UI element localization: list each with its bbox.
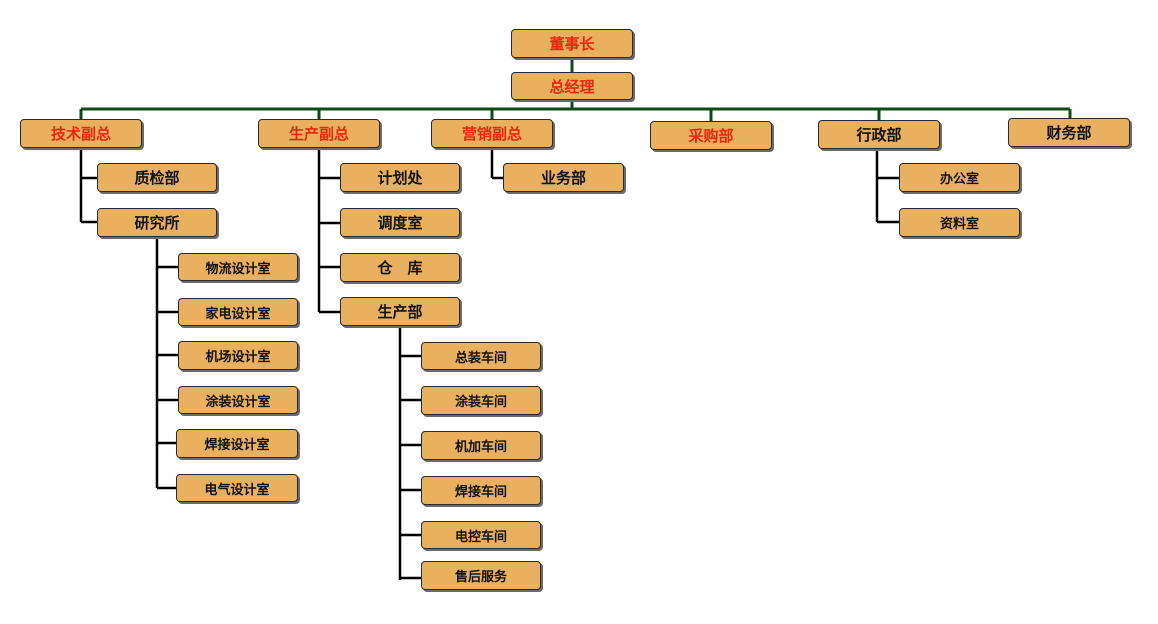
node-administration[interactable]: 行政部 bbox=[818, 120, 940, 149]
node-business-dept[interactable]: 业务部 bbox=[503, 163, 624, 192]
node-welding-workshop[interactable]: 焊接车间 bbox=[421, 476, 541, 505]
node-production-vp[interactable]: 生产副总 bbox=[258, 119, 380, 148]
node-electrical-design[interactable]: 电气设计室 bbox=[176, 474, 298, 502]
node-general-manager[interactable]: 总经理 bbox=[511, 72, 633, 100]
node-chairman[interactable]: 董事长 bbox=[511, 29, 633, 58]
node-warehouse[interactable]: 仓 库 bbox=[340, 253, 460, 282]
node-assembly-workshop[interactable]: 总装车间 bbox=[421, 342, 541, 370]
node-tech-vp[interactable]: 技术副总 bbox=[20, 119, 142, 148]
node-after-sales[interactable]: 售后服务 bbox=[421, 561, 541, 590]
node-finance[interactable]: 财务部 bbox=[1008, 118, 1130, 147]
node-sales-vp[interactable]: 营销副总 bbox=[431, 119, 553, 148]
node-planning[interactable]: 计划处 bbox=[340, 163, 460, 192]
node-appliance-design[interactable]: 家电设计室 bbox=[178, 298, 298, 326]
node-logistics-design[interactable]: 物流设计室 bbox=[178, 253, 298, 281]
node-dispatch[interactable]: 调度室 bbox=[340, 208, 460, 237]
node-painting-design[interactable]: 涂装设计室 bbox=[178, 386, 298, 414]
node-production-dept[interactable]: 生产部 bbox=[340, 297, 460, 326]
node-machining-workshop[interactable]: 机加车间 bbox=[421, 431, 541, 460]
node-purchasing[interactable]: 采购部 bbox=[650, 121, 772, 150]
node-electric-control-workshop[interactable]: 电控车间 bbox=[421, 521, 541, 549]
node-research-institute[interactable]: 研究所 bbox=[97, 208, 217, 237]
node-archives[interactable]: 资料室 bbox=[899, 208, 1020, 237]
node-office[interactable]: 办公室 bbox=[899, 163, 1020, 192]
node-airport-design[interactable]: 机场设计室 bbox=[178, 341, 298, 370]
node-welding-design[interactable]: 焊接设计室 bbox=[176, 429, 298, 458]
node-quality-inspection[interactable]: 质检部 bbox=[97, 163, 217, 192]
node-painting-workshop[interactable]: 涂装车间 bbox=[421, 386, 541, 415]
